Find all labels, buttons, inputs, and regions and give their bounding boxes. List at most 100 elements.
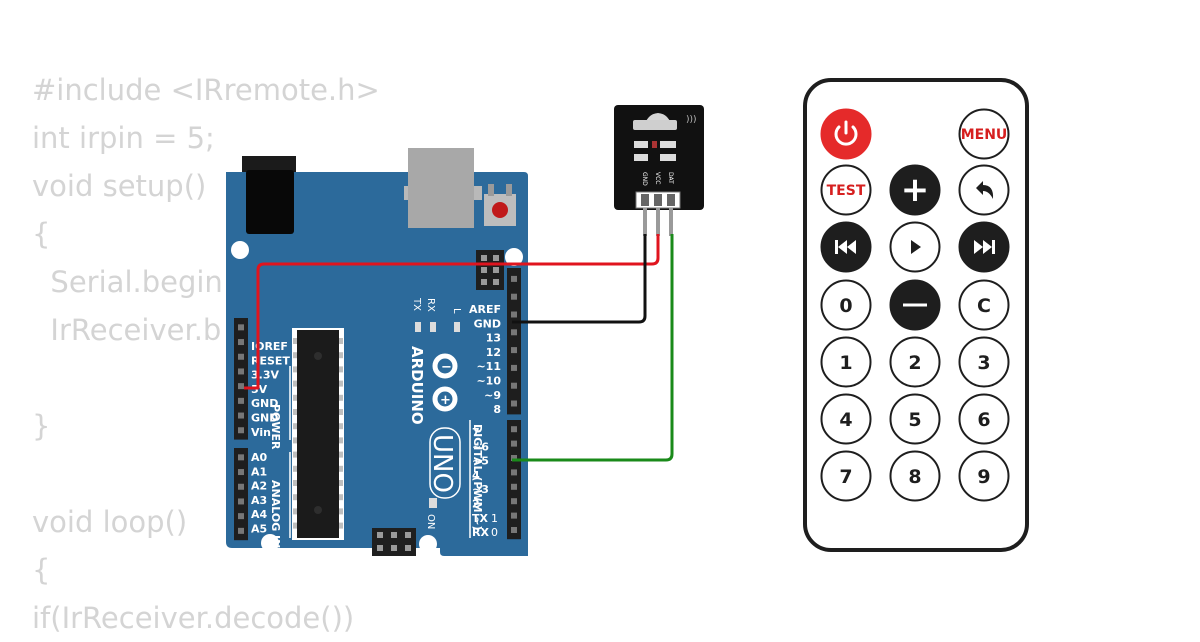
header-pin[interactable] xyxy=(238,368,244,375)
header-pin[interactable] xyxy=(238,397,244,404)
mount-hole xyxy=(261,534,279,552)
button-label: MENU xyxy=(961,127,1008,143)
header-pin[interactable] xyxy=(511,364,517,371)
digital-pwm-label: DIGITAL (PWM ~) xyxy=(471,424,484,531)
ir-receiver-module: ))) GND VCC DAT xyxy=(614,105,704,236)
button-label: TEST xyxy=(827,183,866,199)
header-pin[interactable] xyxy=(511,498,517,505)
header-pin[interactable] xyxy=(238,353,244,360)
remote-button-one[interactable]: 1 xyxy=(820,336,872,388)
header-pin[interactable] xyxy=(511,426,517,433)
uno-label: UNO xyxy=(427,434,457,493)
header-pin[interactable] xyxy=(511,512,517,519)
header-pin[interactable] xyxy=(238,513,244,520)
code-line: } xyxy=(32,409,51,443)
header-pin[interactable] xyxy=(511,311,517,318)
pin-label: GND xyxy=(251,397,278,410)
button-label: 8 xyxy=(908,466,921,488)
pin-label: ~6 xyxy=(472,440,489,453)
remote-button-six[interactable]: 6 xyxy=(958,393,1010,445)
remote-button-four[interactable]: 4 xyxy=(820,393,872,445)
svg-text:+: + xyxy=(440,393,451,408)
remote-button-prev[interactable] xyxy=(820,221,872,273)
header-pin[interactable] xyxy=(238,383,244,390)
header-pin[interactable] xyxy=(238,454,244,461)
pin-label: RX xyxy=(472,526,489,539)
header-pin[interactable] xyxy=(238,483,244,490)
remote-button-three[interactable]: 3 xyxy=(958,336,1010,388)
code-line: { xyxy=(32,217,51,251)
code-line: void loop() xyxy=(32,505,188,539)
remote-button-clear[interactable]: C xyxy=(958,279,1010,331)
remote-button-nine[interactable]: 9 xyxy=(958,450,1010,502)
header-pin[interactable] xyxy=(238,339,244,346)
remote-button-next[interactable] xyxy=(958,221,1010,273)
code-line: int irpin = 5; xyxy=(32,121,215,155)
header-pin[interactable] xyxy=(238,498,244,505)
header-pin[interactable] xyxy=(238,469,244,476)
on-led xyxy=(429,498,437,508)
pin-label: 2 xyxy=(472,498,480,511)
header-pin[interactable] xyxy=(511,400,517,407)
minus-icon xyxy=(903,303,927,307)
header-pin[interactable] xyxy=(511,483,517,490)
header-pin[interactable] xyxy=(511,440,517,447)
remote-button-zero[interactable]: 0 xyxy=(820,279,872,331)
play-icon xyxy=(911,240,921,254)
pin-number: 0 xyxy=(491,526,498,539)
header-pin[interactable] xyxy=(511,455,517,461)
pin-label: ~9 xyxy=(484,389,501,402)
remote-button-two[interactable]: 2 xyxy=(889,336,941,388)
remote-button-seven[interactable]: 7 xyxy=(820,450,872,502)
ir-module-pcb xyxy=(614,105,704,210)
pin-label: A2 xyxy=(251,480,267,493)
remote-button-power[interactable] xyxy=(820,108,872,160)
remote-button-test[interactable]: TEST xyxy=(820,164,872,216)
remote-button-back[interactable] xyxy=(958,164,1010,216)
remote-button-minus[interactable] xyxy=(889,279,941,331)
svg-text:RX: RX xyxy=(425,298,436,312)
signal-icon: ))) xyxy=(686,115,697,125)
analog-header xyxy=(234,448,248,541)
header-pin[interactable] xyxy=(511,347,517,354)
button-label: 0 xyxy=(839,295,852,317)
remote-button-plus[interactable]: + xyxy=(889,164,941,216)
header-pin[interactable] xyxy=(511,382,517,389)
pin-label: 8 xyxy=(493,403,501,416)
header-pin[interactable] xyxy=(511,329,517,336)
digital-header-bottom xyxy=(507,420,521,540)
header-pin[interactable] xyxy=(511,275,517,282)
pin-label-dat: DAT xyxy=(667,172,674,184)
l-led xyxy=(454,322,460,332)
button-label: 3 xyxy=(977,352,990,374)
header-pin[interactable] xyxy=(511,527,517,533)
button-label: 5 xyxy=(908,409,921,431)
mount-hole xyxy=(505,248,523,266)
pin-label: AREF xyxy=(469,303,501,316)
power-header xyxy=(234,318,248,440)
header-pin[interactable] xyxy=(511,293,517,300)
header-pin[interactable] xyxy=(511,469,517,476)
remote-button-eight[interactable]: 8 xyxy=(889,450,941,502)
header-pin[interactable] xyxy=(238,427,244,434)
mount-hole xyxy=(231,241,249,259)
pin-label-gnd: GND xyxy=(641,172,648,186)
power-icon xyxy=(834,125,858,146)
dc-power-jack xyxy=(246,170,294,234)
code-listing: #include <IRremote.h>int irpin = 5;void … xyxy=(32,66,380,642)
mount-hole xyxy=(419,535,437,553)
pin-label: A4 xyxy=(251,508,268,521)
power-label: POWER xyxy=(269,404,282,450)
header-pin[interactable] xyxy=(238,324,244,331)
reset-button[interactable] xyxy=(492,202,508,218)
usb-port xyxy=(408,148,474,228)
pin-label: GND xyxy=(251,412,278,425)
ir-pin-gnd xyxy=(643,208,647,236)
header-pin[interactable] xyxy=(238,527,244,534)
remote-button-five[interactable]: 5 xyxy=(889,393,941,445)
remote-button-menu[interactable]: MENU xyxy=(958,108,1010,160)
header-pin[interactable] xyxy=(238,412,244,419)
remote-button-play[interactable] xyxy=(889,221,941,273)
